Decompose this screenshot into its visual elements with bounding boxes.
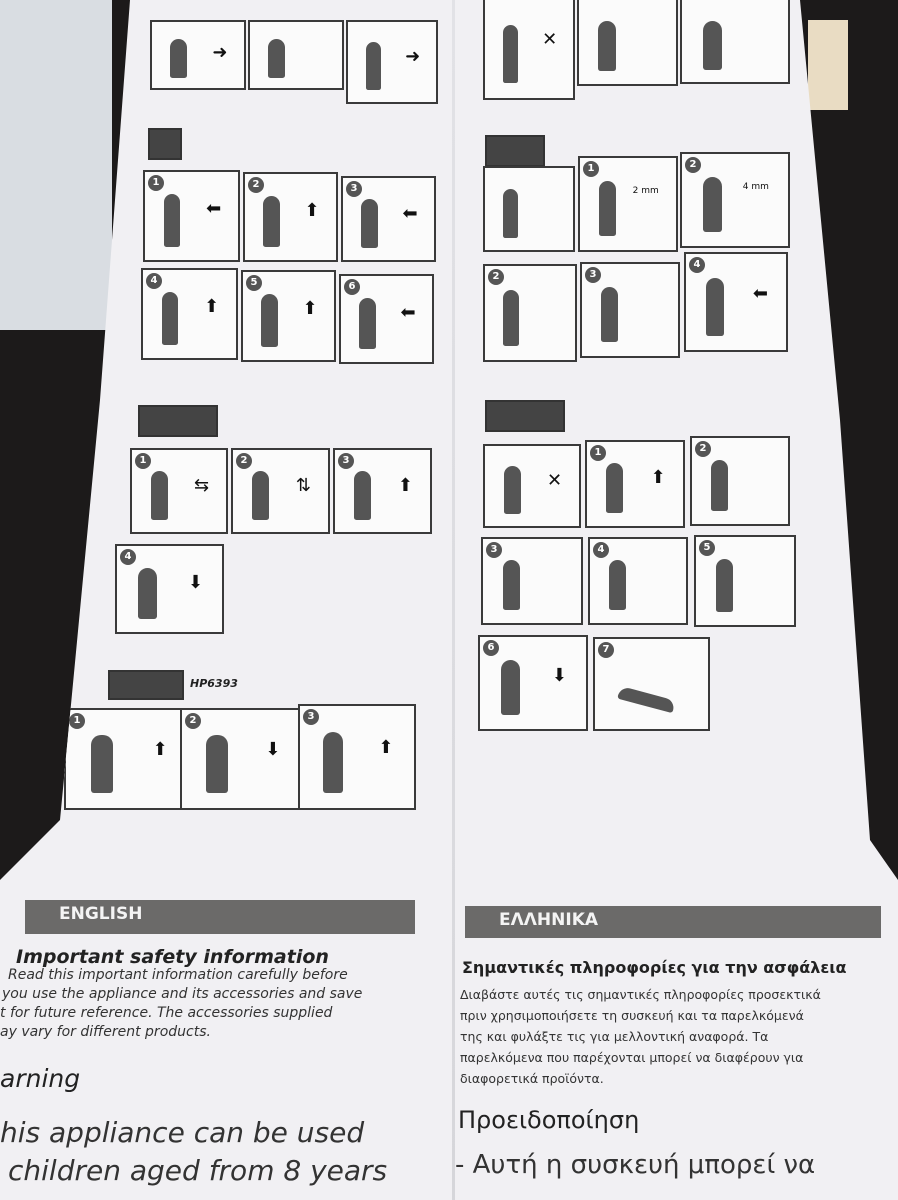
illustration-panel: 4⬅ [684, 252, 788, 352]
guide-size-label: 4 mm [742, 181, 769, 192]
step-number: 2 [685, 157, 701, 173]
model-number: HP6393 [190, 677, 238, 690]
greek-body: Διαβάστε αυτές τις σημαντικές πληροφορίε… [460, 984, 821, 1089]
step-number: 1 [583, 161, 599, 177]
step-number: 6 [344, 279, 360, 295]
step-number: 1 [69, 713, 85, 729]
step-number: 5 [699, 540, 715, 556]
greek-warning-text: - Αυτή η συσκευή μπορεί να [455, 1150, 816, 1180]
illustration-panel: ✕ [483, 444, 581, 528]
illustration-panel: 1⬆ [585, 440, 685, 528]
cleaning-section-icon [485, 400, 565, 432]
illustration-panel: 2 [690, 436, 790, 526]
illustration-panel: 7 [593, 637, 710, 731]
illustration-panel [680, 0, 790, 84]
illustration-panel: 6⬅ [339, 274, 434, 364]
illustration-panel [577, 0, 678, 86]
step-number: 1 [590, 445, 606, 461]
body-line: Διαβάστε αυτές τις σημαντικές πληροφορίε… [460, 987, 821, 1002]
step-number: 1 [135, 453, 151, 469]
illustration-panel: 3 [481, 537, 583, 625]
step-number: 3 [486, 542, 502, 558]
greek-warning-heading: Προειδοποίηση [458, 1106, 640, 1134]
illustration-panel: 3 [580, 262, 680, 358]
illustration-panel [483, 166, 575, 252]
body-line: you use the appliance and its accessorie… [2, 986, 363, 1002]
body-line: t for future reference. The accessories … [0, 1005, 333, 1021]
illustration-panel: 1⬅ [143, 170, 240, 262]
english-body: Read this important information carefull… [0, 966, 362, 1042]
body-line: πριν χρησιμοποιήσετε τη συσκευή και τα π… [460, 1008, 804, 1023]
illustration-panel: 4⬆ [141, 268, 238, 360]
illustration-panel: 2⬇ [180, 708, 304, 810]
illustration-panel: 3⬆ [298, 704, 416, 810]
step-number: 4 [689, 257, 705, 273]
illustration-panel: 3⬆ [333, 448, 432, 534]
step-number: 5 [246, 275, 262, 291]
greek-title: Σημαντικές πληροφορίες για την ασφάλεια [462, 958, 847, 977]
step-number: 3 [303, 709, 319, 725]
body-line: της και φυλάξτε τις για μελλοντική αναφο… [460, 1029, 769, 1044]
illustration-panel [248, 20, 344, 90]
illustration-panel: ✕ [483, 0, 575, 100]
step-number: 2 [236, 453, 252, 469]
illustration-panel: 5 [694, 535, 796, 627]
background-box-left [0, 0, 112, 330]
guide-size-label: 2 mm [632, 185, 659, 196]
body-section-icon [148, 128, 182, 160]
warning-line: children aged from 8 years [8, 1154, 388, 1187]
eyebrow-section-icon [485, 135, 545, 167]
face-section-icon [138, 405, 218, 437]
english-title: Important safety information [16, 946, 329, 968]
step-number: 3 [346, 181, 362, 197]
illustration-panel: 1⬆ [64, 708, 192, 810]
illustration-panel: 1 2 mm [578, 156, 678, 252]
illustration-panel: 2⇅ [231, 448, 330, 534]
step-number: 2 [695, 441, 711, 457]
illustration-panel: 1⇆ [130, 448, 228, 534]
step-number: 4 [593, 542, 609, 558]
illustration-panel: 4 [588, 537, 688, 625]
english-warning-heading: arning [0, 1064, 81, 1093]
step-number: 4 [120, 549, 136, 565]
illustration-panel: 2⬆ [243, 172, 338, 262]
step-number: 2 [185, 713, 201, 729]
illustration-panel: 5⬆ [241, 270, 336, 362]
step-number: 1 [148, 175, 164, 191]
illustration-panel: 4⬇ [115, 544, 224, 634]
step-number: 6 [483, 640, 499, 656]
step-number: 2 [248, 177, 264, 193]
step-number: 3 [585, 267, 601, 283]
illustration-panel: 2 4 mm [680, 152, 790, 248]
step-number: 2 [488, 269, 504, 285]
body-line: παρελκόμενα που παρέχονται μπορεί να δια… [460, 1050, 804, 1065]
section-header-english: ENGLISH [25, 900, 415, 934]
illustration-panel: 3⬅ [341, 176, 436, 262]
attachment-swap-icon [108, 670, 184, 700]
illustration-panel: 2 [483, 264, 577, 362]
step-number: 4 [146, 273, 162, 289]
warning-line: his appliance can be used [0, 1116, 365, 1149]
illustration-panel: 6⬇ [478, 635, 588, 731]
body-line: ay vary for different products. [0, 1024, 211, 1040]
english-warning-text: his appliance can be used children aged … [0, 1114, 387, 1190]
body-line: διαφορετικά προϊόντα. [460, 1071, 604, 1086]
body-line: Read this important information carefull… [8, 967, 348, 983]
illustration-panel: ➜ [150, 20, 246, 90]
step-number: 3 [338, 453, 354, 469]
step-number: 7 [598, 642, 614, 658]
background-box-right [808, 20, 848, 110]
illustration-panel: ➜ [346, 20, 438, 104]
section-header-greek: ΕΛΛΗΝΙΚΑ [465, 906, 881, 938]
